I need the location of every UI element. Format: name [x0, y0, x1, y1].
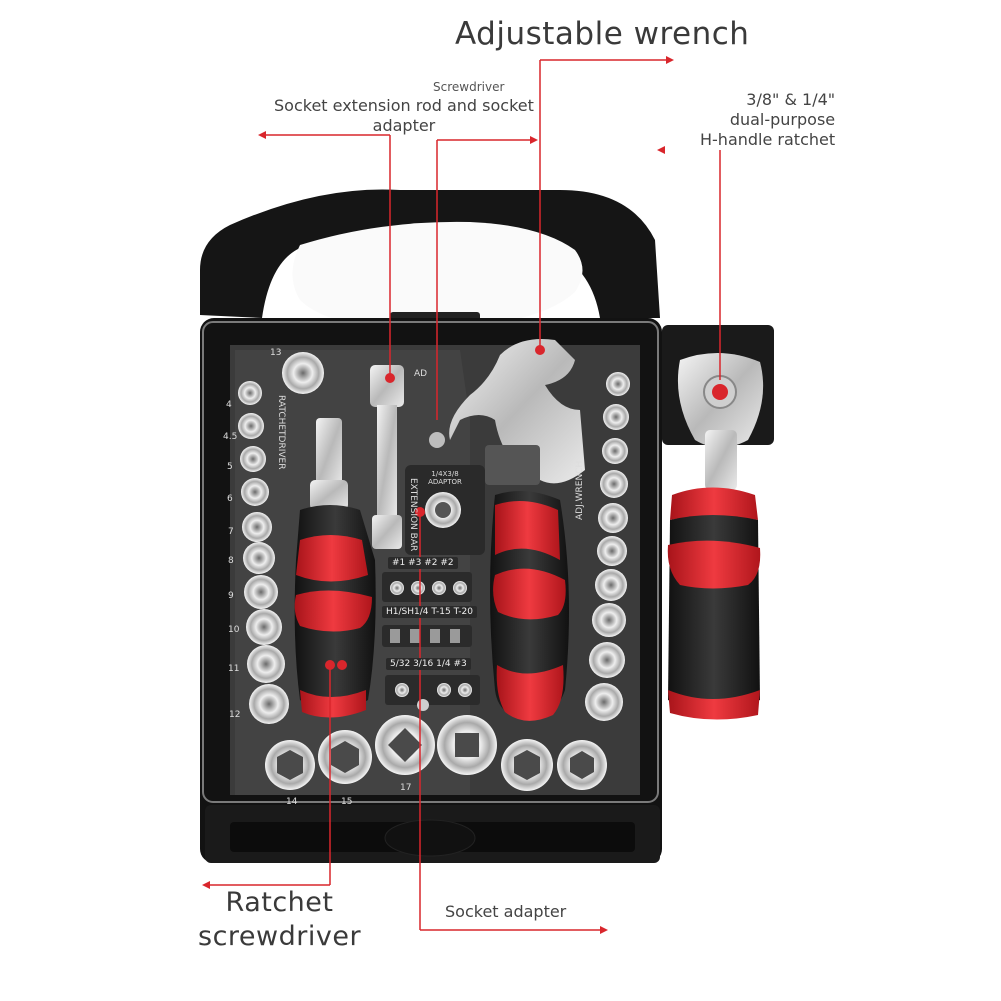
bit-row-2-mark: H1/SH1/4 T-15 T-20	[382, 606, 477, 618]
size-8-mark: 8	[228, 556, 234, 566]
size-6-mark: 6	[227, 494, 233, 504]
ratchet-label-line2: dual-purpose	[729, 110, 836, 129]
screwdriver-label: Screwdriver	[433, 80, 505, 94]
ratchetdriver-mark: RATCHETDRIVER	[276, 395, 286, 470]
adj-wrench-mark: ADJ.WRENCH	[575, 460, 585, 520]
right-socket-column	[585, 372, 630, 721]
bit-row-3-mark: 5/32 3/16 1/4 #3	[386, 658, 471, 670]
callout-lines	[210, 59, 721, 931]
h-handle-ratchet	[662, 325, 774, 720]
ratchet-screwdriver-label: Ratchet screwdriver	[198, 886, 361, 954]
size-14-mark: 14	[286, 797, 298, 807]
size-5-mark: 5	[227, 462, 233, 472]
size-11-mark: 11	[228, 664, 240, 674]
left-socket-column	[238, 352, 324, 724]
callout-dots	[202, 56, 725, 934]
adaptor-mark: 1/4X3/8 ADAPTOR	[428, 470, 462, 486]
adjustable-wrench-label: Adjustable wrench	[455, 16, 750, 52]
size-4-mark: 4	[226, 400, 232, 410]
size-10-mark: 10	[228, 625, 240, 635]
ratchet-screwdriver	[294, 418, 376, 718]
extension-bar	[370, 365, 445, 549]
socket-adapter-label: Socket adapter	[445, 902, 567, 921]
ratchet-label-line3: H-handle ratchet	[700, 130, 836, 149]
h-handle-ratchet-label: 3/8" & 1/4" dual-purpose H-handle ratche…	[700, 90, 835, 150]
bit-row-1-mark: #1 #3 #2 #2	[388, 557, 458, 569]
case-handle	[200, 189, 660, 334]
adjustable-wrench	[449, 339, 585, 721]
ratchet-screwdriver-label-line2: screwdriver	[198, 920, 362, 952]
size-13-mark: 13	[270, 348, 282, 358]
extension-bar-mark: EXTENSION BAR	[408, 478, 418, 552]
size-9-mark: 9	[228, 591, 234, 601]
adaptor-block	[405, 465, 485, 555]
size-4.5-mark: 4.5	[223, 432, 238, 442]
socket-extension-label-line1: Socket extension rod and socket	[274, 96, 534, 115]
socket-extension-label-line2: adapter	[372, 116, 436, 135]
size-7-mark: 7	[228, 527, 234, 537]
bit-set	[382, 572, 480, 711]
ratchet-screwdriver-label-line1: Ratchet	[225, 887, 334, 918]
ratchet-label-line1: 3/8" & 1/4"	[746, 90, 836, 109]
socket-extension-label: Socket extension rod and socket adapter	[274, 96, 534, 136]
bottom-socket-row	[265, 715, 607, 791]
size-15-mark: 15	[341, 797, 353, 807]
size-17-mark: 17	[400, 783, 412, 793]
size-12-mark: 12	[229, 710, 241, 720]
ad-mark: AD	[414, 369, 428, 379]
